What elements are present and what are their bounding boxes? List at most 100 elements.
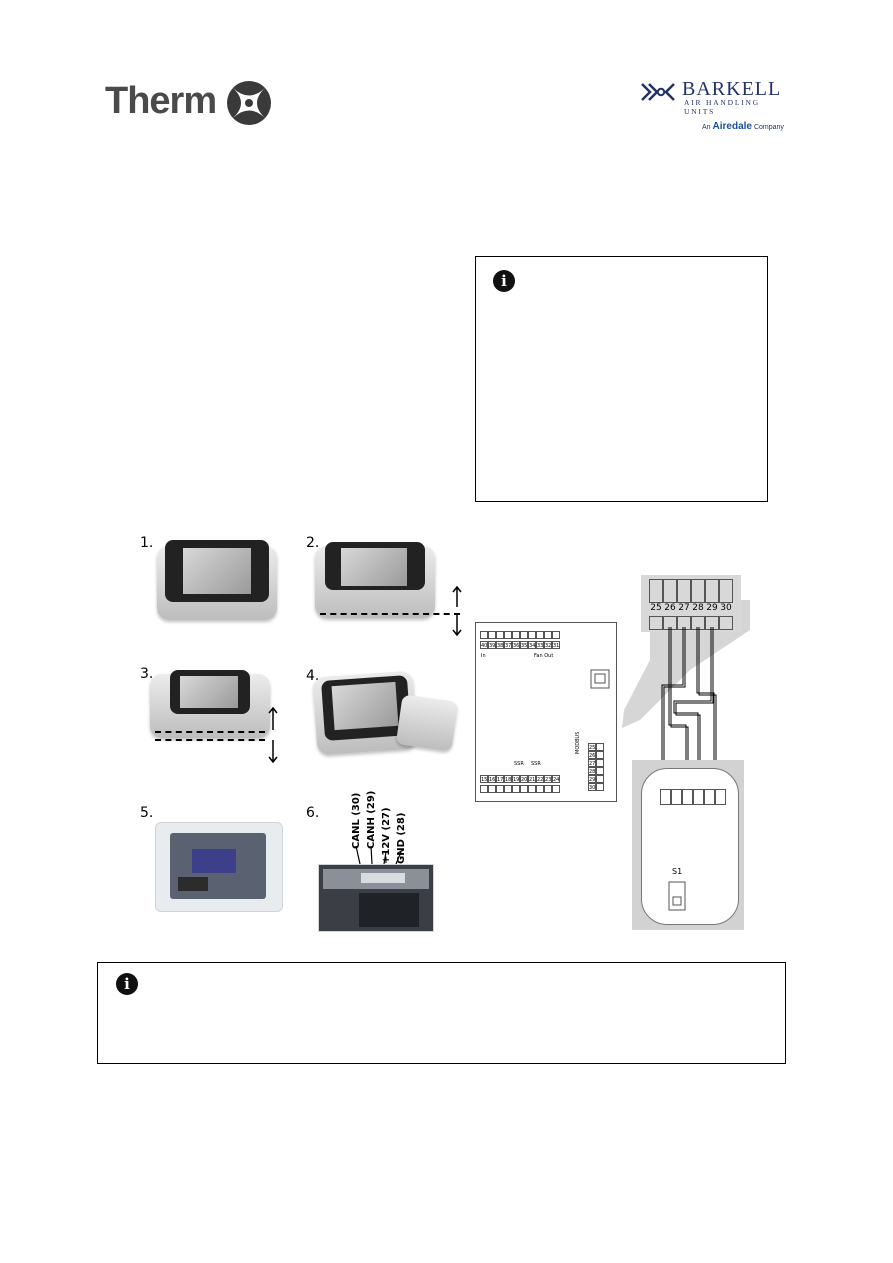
zoom-label-strip: [649, 579, 733, 603]
board-terminal-cell: [480, 785, 488, 793]
remote-unit-outline: S1: [641, 768, 739, 925]
step-3-device-photo: [150, 670, 272, 740]
board-bottom-number: 22: [536, 775, 544, 783]
zoom-terminal-number: 28: [692, 603, 704, 613]
step-4-device-photo: [312, 670, 459, 756]
board-terminal-cell: [480, 631, 488, 639]
modbus-number: 28: [588, 767, 596, 775]
step-number-6: 6.: [306, 805, 320, 821]
board-bottom-number: 17: [496, 775, 504, 783]
board-bottom-terminals: [480, 785, 560, 793]
board-modbus-label: MODBUS: [575, 731, 581, 754]
board-bottom-number: 16: [488, 775, 496, 783]
thermx-logo-text: Therm: [105, 80, 217, 122]
terminal-zoom-panel: 25 26 27 28 29 30: [641, 575, 741, 632]
board-terminal-cell: [596, 751, 604, 759]
airedale-brand: Airedale: [712, 121, 752, 132]
zoom-screw-strip: [649, 616, 733, 630]
board-terminal-cell: [512, 785, 520, 793]
board-terminal-cell: [536, 631, 544, 639]
dip-switch-icon: [668, 881, 686, 911]
board-top-numbers: 40 39 38 37 36 35 34 33 32 31: [480, 641, 560, 649]
board-terminal-cell: [528, 785, 536, 793]
board-bottom-number: 20: [520, 775, 528, 783]
board-terminal-cell: [596, 775, 604, 783]
step-1-device-photo: [157, 540, 279, 622]
step-3-arrow-icon: [268, 706, 278, 764]
board-top-number: 31: [552, 641, 560, 649]
thermx-x-mark-icon: [227, 81, 271, 125]
zoom-terminal-number: 29: [706, 603, 718, 613]
info-icon: i: [493, 270, 515, 292]
board-bottom-number: 19: [512, 775, 520, 783]
thermx-logo: Therm: [105, 80, 275, 125]
barkell-name: BARKELL: [682, 78, 782, 100]
board-top-number: 35: [520, 641, 528, 649]
board-terminal-cell: [504, 785, 512, 793]
board-terminal-cell: [504, 631, 512, 639]
board-label-fan-out: Fan Out: [534, 653, 554, 659]
board-top-number: 39: [488, 641, 496, 649]
step-number-2: 2.: [306, 535, 320, 551]
controller-board-diagram: 40 39 38 37 36 35 34 33 32 31 In Fan Out…: [475, 622, 617, 802]
remote-terminal-strip: [660, 789, 726, 805]
step-2-split-line: [320, 613, 460, 615]
modbus-number: 27: [588, 759, 596, 767]
airedale-tagline: An Airedale Company: [702, 121, 784, 132]
board-top-number: 32: [544, 641, 552, 649]
step-2-device-photo: [315, 542, 437, 620]
wiring-lines: [661, 627, 717, 790]
zoom-terminal-number: 30: [720, 603, 732, 613]
board-top-number: 37: [504, 641, 512, 649]
board-terminal-cell: [488, 785, 496, 793]
board-top-number: 38: [496, 641, 504, 649]
board-terminal-cell: [552, 631, 560, 639]
board-terminal-cell: [520, 785, 528, 793]
step-3-split-line-b: [155, 739, 265, 741]
board-bottom-number: 24: [552, 775, 560, 783]
airedale-suffix: Company: [753, 124, 784, 131]
step-number-1: 1.: [140, 535, 154, 551]
connector-label-canl: CANL (30): [351, 792, 362, 849]
step-2-arrow-icon: [452, 585, 462, 637]
step-5-pcb-photo: [155, 822, 283, 912]
board-top-number: 40: [480, 641, 488, 649]
bottom-info-note-box: i: [97, 962, 786, 1064]
zoom-terminal-number: 26: [664, 603, 676, 613]
modbus-number: 26: [588, 751, 596, 759]
board-label-in: In: [481, 653, 486, 659]
board-terminal-cell: [496, 785, 504, 793]
barkell-mark-icon: [641, 83, 675, 101]
board-terminal-cell: [596, 767, 604, 775]
board-terminal-cell: [496, 631, 504, 639]
barkell-subtitle: AIR HANDLING UNITS: [684, 98, 760, 116]
step-number-3: 3.: [140, 666, 154, 682]
board-top-terminals: [480, 631, 560, 639]
board-terminal-cell: [520, 631, 528, 639]
board-ssr-label-1: SSR: [514, 761, 524, 767]
board-ssr-label-2: SSR: [531, 761, 541, 767]
step-6-connector-photo: [318, 864, 434, 932]
info-icon: i: [116, 973, 138, 995]
step-number-5: 5.: [140, 805, 154, 821]
zoom-terminal-number: 27: [678, 603, 690, 613]
modbus-number: 30: [588, 783, 596, 791]
board-terminal-cell: [596, 743, 604, 751]
info-note-box: i: [475, 256, 768, 502]
board-modbus-terminals: 25 26 27 28 29 30: [588, 743, 612, 793]
board-terminal-cell: [544, 785, 552, 793]
zoom-terminal-number: 25: [650, 603, 662, 613]
board-bottom-number: 18: [504, 775, 512, 783]
board-terminal-cell: [552, 785, 560, 793]
airedale-prefix: An: [702, 124, 711, 131]
barkell-logo: BARKELL AIR HANDLING UNITS An Airedale C…: [640, 78, 790, 138]
board-terminal-cell: [528, 631, 536, 639]
board-terminal-cell: [512, 631, 520, 639]
rj45-port-icon: [590, 669, 610, 689]
board-top-number: 34: [528, 641, 536, 649]
board-bottom-number: 23: [544, 775, 552, 783]
board-top-number: 36: [512, 641, 520, 649]
dip-switch-label: S1: [672, 867, 683, 876]
board-bottom-numbers: 15 16 17 18 19 20 21 22 23 24: [480, 775, 560, 783]
board-terminal-cell: [544, 631, 552, 639]
